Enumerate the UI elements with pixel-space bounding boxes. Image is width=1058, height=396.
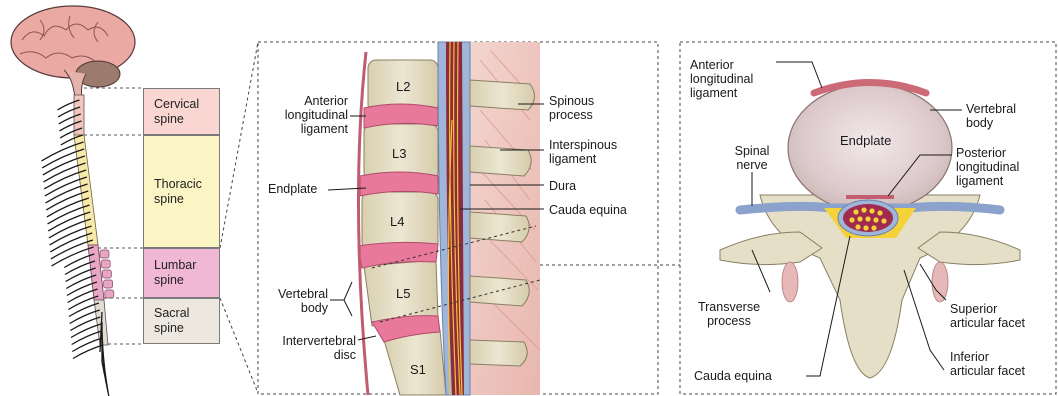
mid-anterior-ligament-label: Anterior longitudinal ligament — [262, 94, 348, 136]
small-lumbar-vertebra — [102, 270, 111, 278]
spinal-nerve-line — [68, 289, 98, 303]
mid-dura-label: Dura — [549, 179, 576, 193]
vertebral-body-axial — [788, 84, 952, 212]
spinous-process-5 — [470, 340, 527, 366]
mid-vertebral-body-label: Vertebral body — [262, 287, 328, 315]
spinous-process-1 — [470, 80, 535, 110]
spinal-nerve-line — [73, 345, 103, 359]
facet-right — [932, 262, 948, 302]
small-lumbar-vertebra — [105, 290, 114, 298]
region-cervical: Cervical spine — [143, 88, 220, 135]
small-lumbar-vertebra — [101, 260, 110, 268]
label-l5: L5 — [396, 286, 410, 301]
spinal-nerve-line — [69, 303, 99, 317]
right-inferior-facet-label: Inferior articular facet — [950, 350, 1025, 378]
label-l4: L4 — [390, 214, 404, 229]
region-thoracic: Thoracic spine — [143, 135, 220, 248]
spinal-nerve-line — [71, 324, 101, 338]
mid-spinous-process-label: Spinous process — [549, 94, 594, 122]
label-s1: S1 — [410, 362, 426, 377]
spinous-process-4 — [470, 276, 529, 306]
right-superior-facet-label: Superior articular facet — [950, 302, 1025, 330]
right-anterior-ligament-label: Anterior longitudinal ligament — [690, 58, 753, 100]
mid-cauda-equina-label: Cauda equina — [549, 203, 627, 217]
region-lumbar: Lumbar spine — [143, 248, 220, 298]
label-l3: L3 — [392, 146, 406, 161]
spinal-nerve-line — [72, 338, 102, 352]
label-l2: L2 — [396, 79, 410, 94]
spinal-nerve-line — [70, 317, 100, 331]
mid-endplate-label: Endplate — [268, 182, 317, 196]
brain-and-cord — [11, 6, 135, 396]
right-transverse-process-label: Transverse process — [686, 300, 772, 328]
transverse-process-right — [918, 232, 1020, 265]
right-posterior-ligament-label: Posterior longitudinal ligament — [956, 146, 1019, 188]
sagittal-spine — [358, 42, 540, 395]
spinous-process-3 — [470, 212, 529, 242]
transverse-process-left — [720, 232, 822, 265]
right-cauda-equina-label: Cauda equina — [694, 369, 772, 383]
spinal-nerve-line — [68, 296, 98, 310]
facet-left — [782, 262, 798, 302]
mid-intervertebral-disc-label: Intervertebral disc — [262, 334, 356, 362]
right-endplate-label: Endplate — [840, 134, 891, 148]
right-spinal-nerve-label: Spinal nerve — [712, 144, 792, 172]
region-sacral: Sacral spine — [143, 298, 220, 344]
cauda-nerve-line — [102, 362, 110, 396]
small-lumbar-vertebra — [100, 250, 109, 258]
spinal-nerve-line — [72, 331, 102, 345]
right-vertebral-body-label: Vertebral body — [966, 102, 1016, 130]
small-lumbar-vertebra — [104, 280, 113, 288]
mid-interspinous-ligament-label: Interspinous ligament — [549, 138, 617, 166]
spinal-nerve-line — [70, 310, 100, 324]
